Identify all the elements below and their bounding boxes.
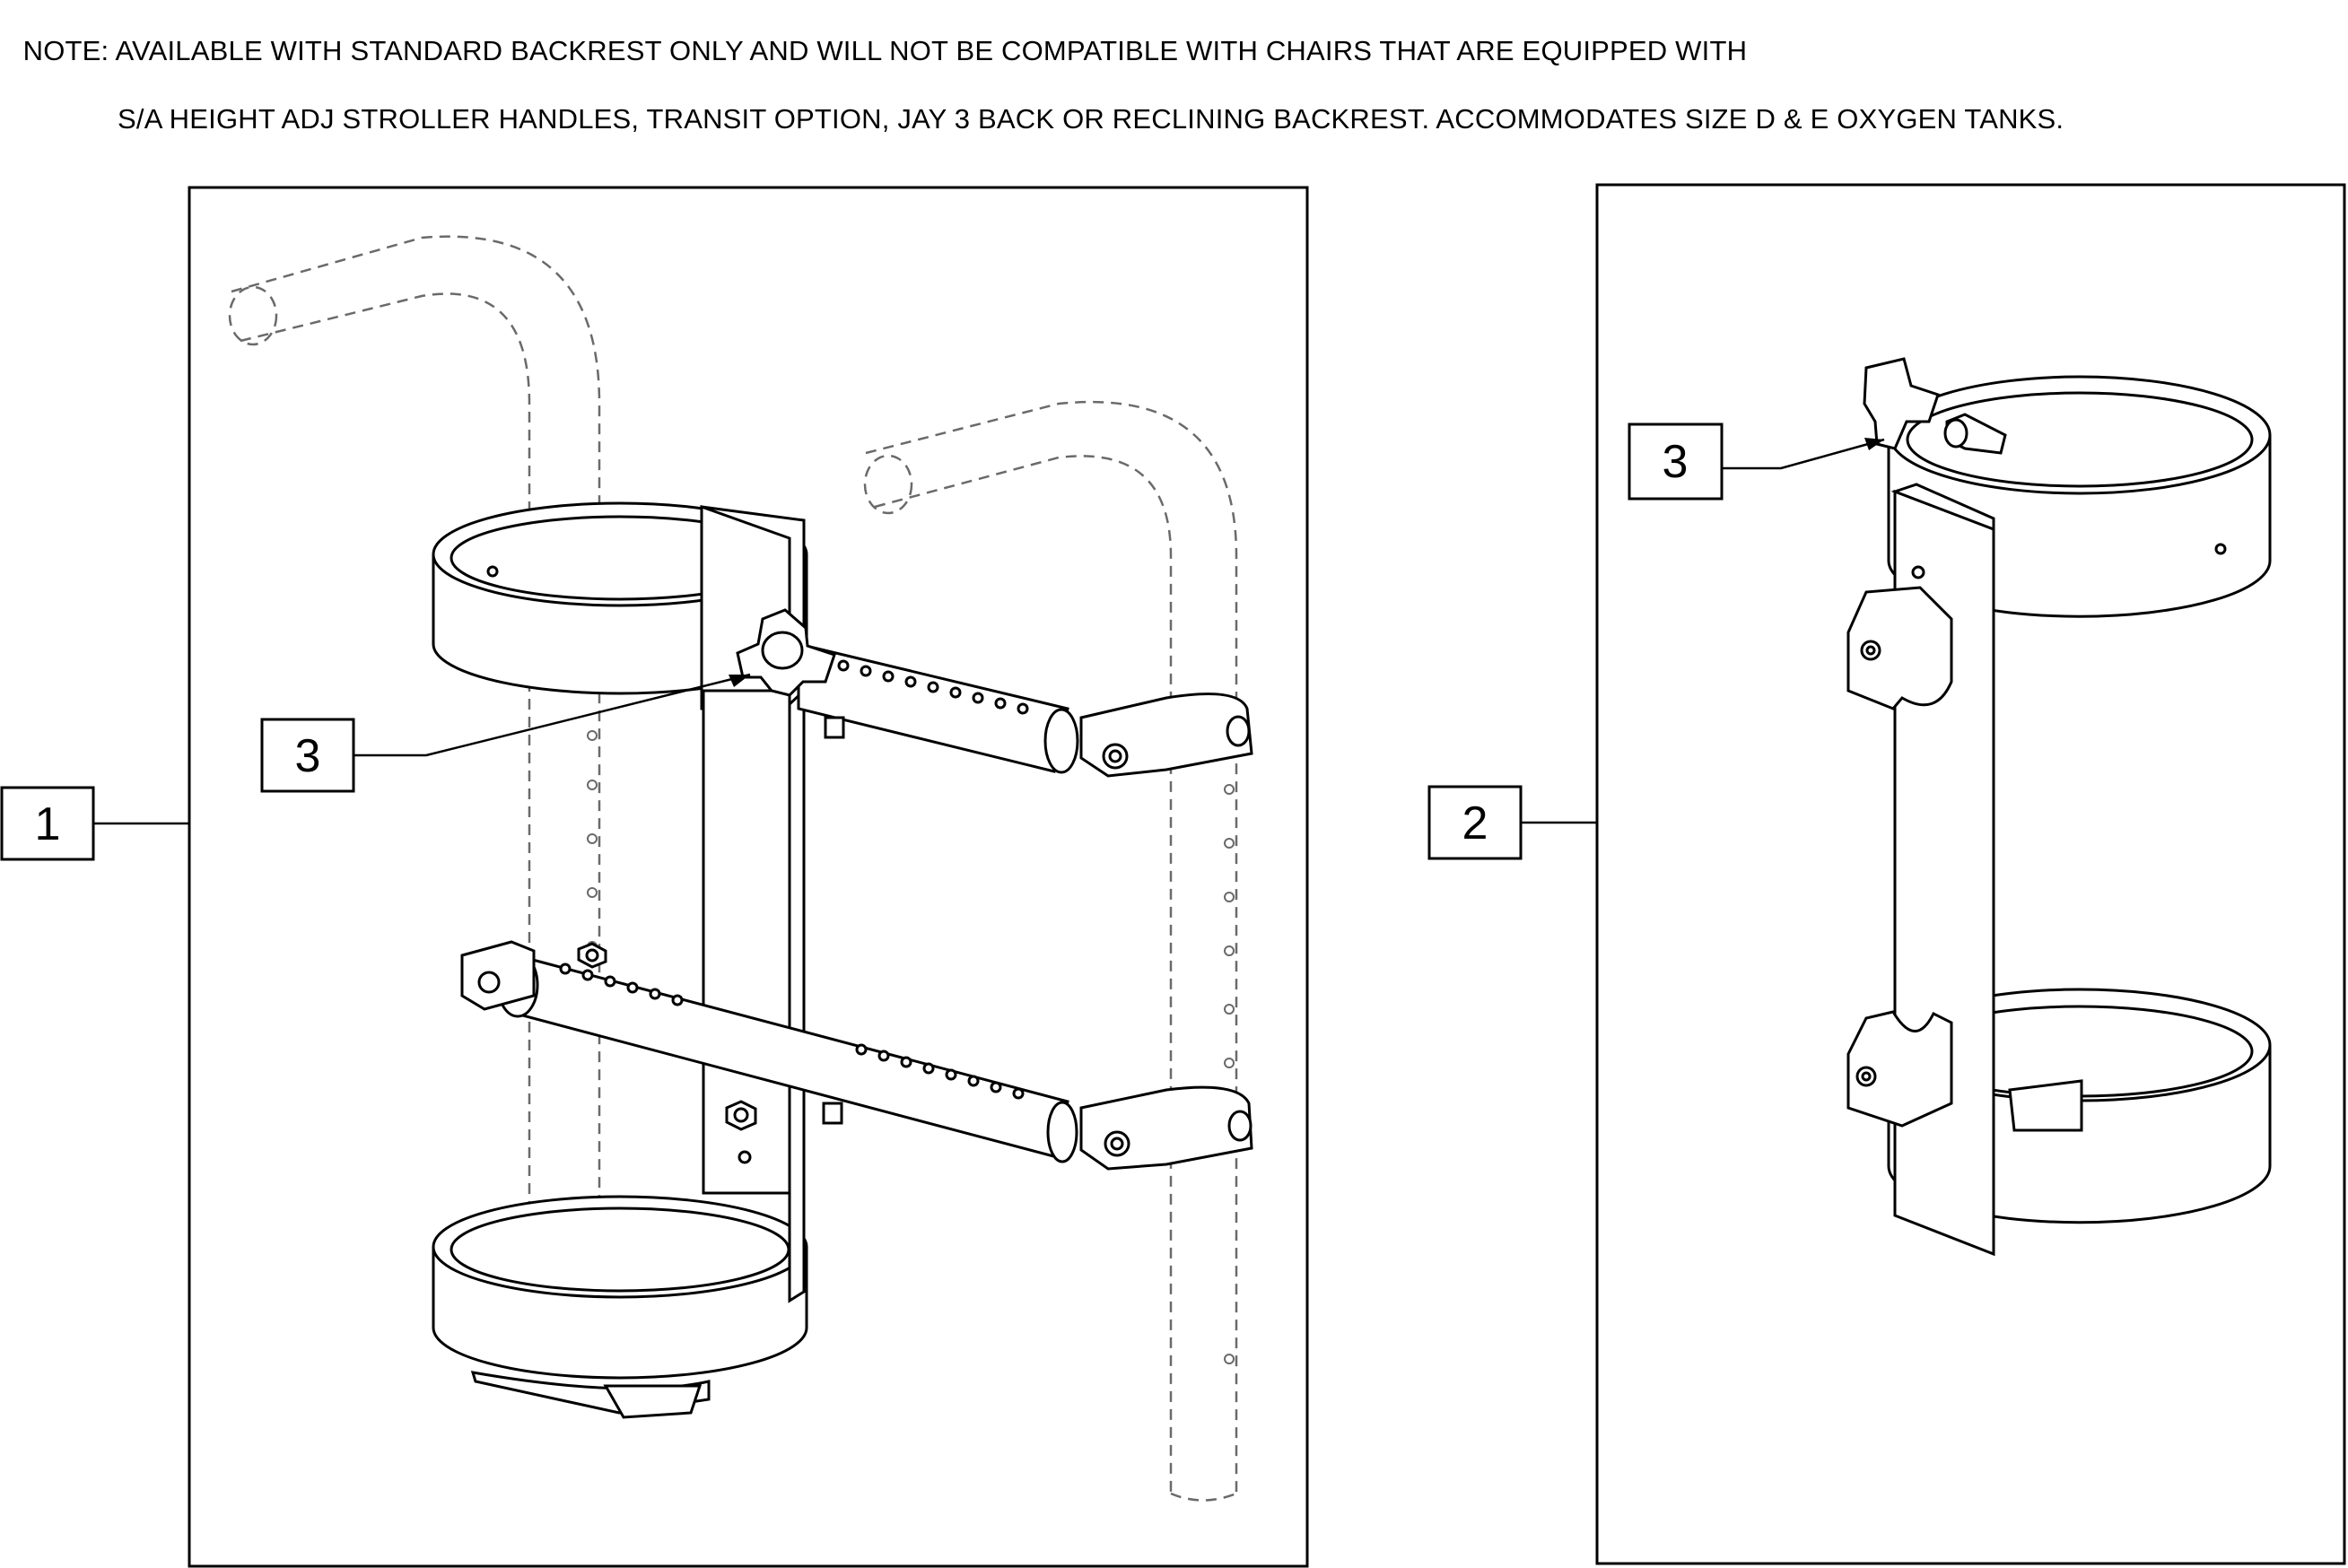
lower-clamp-2: [1846, 1010, 1953, 1128]
phantom-back-canes: [228, 235, 1238, 1502]
callout-3-left-label: 3: [295, 730, 321, 782]
note-line-2: S/A HEIGHT ADJ STROLLER HANDLES, TRANSIT…: [118, 103, 2064, 135]
callout-3-left: 3: [260, 673, 751, 793]
phantom-cane-holes: [587, 730, 1235, 1364]
callout-1: 1: [0, 786, 189, 861]
callout-2: 2: [1427, 785, 1597, 860]
callout-3-right-label: 3: [1663, 436, 1689, 488]
panel-1-frame: [188, 186, 1309, 1568]
note-line-1: NOTE: AVAILABLE WITH STANDARD BACKREST O…: [22, 35, 1748, 66]
panel-2-frame: [1595, 183, 2346, 1565]
callout-3-right: 3: [1628, 422, 1885, 501]
star-knob-left: [736, 608, 836, 697]
lower-tank-ring: [432, 1195, 808, 1419]
upper-adjust-tube: [797, 642, 1079, 774]
star-knob-right: [1863, 357, 2007, 455]
lower-cane-clamp: [1079, 1085, 1253, 1171]
lower-left-clamp: [460, 940, 607, 1011]
upper-cane-clamp: [1079, 693, 1253, 778]
hex-nut: [725, 1100, 757, 1131]
callout-2-label: 2: [1462, 797, 1488, 849]
callout-1-label: 1: [35, 798, 61, 850]
note-text: NOTE: AVAILABLE WITH STANDARD BACKREST O…: [7, 0, 2064, 170]
upper-clamp-2: [1846, 586, 1953, 710]
